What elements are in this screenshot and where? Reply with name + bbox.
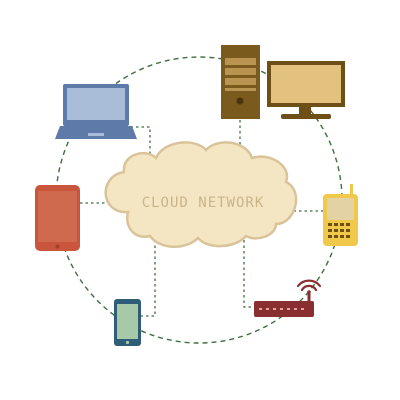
tower-bay bbox=[225, 68, 256, 75]
tablet-screen bbox=[38, 191, 77, 242]
cloud: CLOUD NETWORK bbox=[104, 141, 298, 248]
smartphone-icon bbox=[114, 299, 141, 346]
handheld-screen bbox=[327, 198, 354, 220]
cloud-shape bbox=[104, 141, 298, 248]
tablet-icon bbox=[35, 185, 80, 251]
laptop-base bbox=[55, 126, 137, 139]
cloud-label: CLOUD NETWORK bbox=[142, 195, 265, 211]
monitor-icon bbox=[267, 61, 345, 119]
handheld-device-icon bbox=[323, 184, 358, 246]
tower-bay bbox=[225, 58, 256, 65]
handheld-antenna bbox=[350, 184, 353, 196]
connector-router bbox=[243, 240, 256, 308]
wifi-router-icon bbox=[254, 279, 322, 317]
monitor-neck bbox=[299, 107, 311, 114]
phone-screen bbox=[117, 304, 138, 339]
tower-bay bbox=[225, 78, 256, 85]
wifi-dot bbox=[307, 290, 311, 294]
router-body bbox=[254, 301, 314, 317]
laptop-icon bbox=[55, 84, 137, 139]
tower-power-button bbox=[236, 97, 244, 105]
wifi-signal-icon bbox=[296, 279, 322, 292]
computer-tower-icon bbox=[221, 45, 260, 119]
router-antenna bbox=[307, 293, 311, 302]
laptop-touchpad bbox=[88, 133, 104, 136]
laptop-screen bbox=[67, 88, 125, 120]
router-lights bbox=[259, 308, 304, 310]
tablet-home-button bbox=[55, 244, 60, 249]
handheld-keypad bbox=[328, 223, 350, 238]
monitor-screen bbox=[271, 65, 341, 103]
phone-home-button bbox=[125, 340, 130, 345]
tower-bay bbox=[225, 88, 256, 91]
connector-smartphone bbox=[141, 240, 156, 317]
monitor-stand bbox=[281, 114, 331, 119]
